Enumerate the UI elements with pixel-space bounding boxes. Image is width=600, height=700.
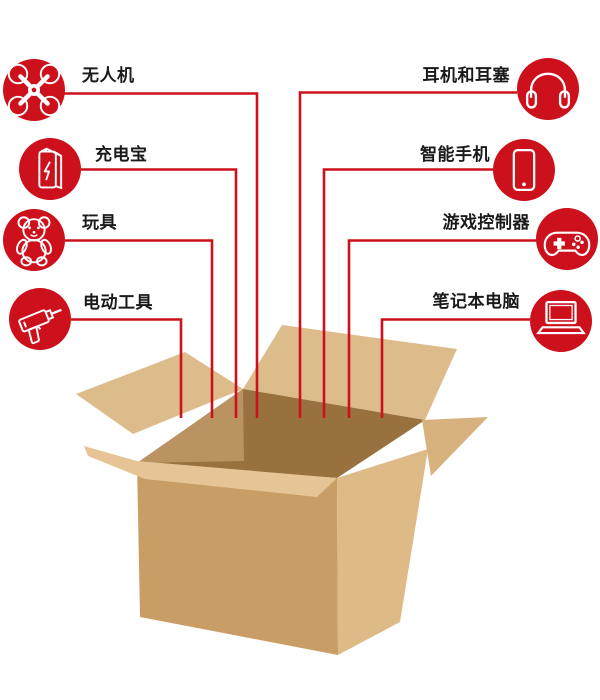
box-front-left-wall [137,462,338,655]
connector-game-controller [347,239,536,418]
teddy-bear-icon [16,216,52,267]
connector-smartphone [322,168,493,418]
item-power-bank-label: 充电宝 [95,145,148,164]
item-laptop-circle [530,290,592,352]
item-power-bank-circle [19,138,81,200]
item-laptop-label: 笔记本电脑 [432,292,520,311]
connector-power-drill [71,318,183,418]
item-game-controller-circle [536,208,598,270]
headphones-icon [526,72,570,109]
item-smartphone-circle [493,139,555,201]
item-drone-label: 无人机 [82,66,135,85]
connector-teddy-bear [65,239,214,418]
box-front-folded-flap [84,446,337,497]
box-front-right-wall [337,449,428,655]
connector-headphones [298,91,517,418]
box-right-flap [422,417,488,476]
drone-icon [7,63,61,117]
item-smartphone-label: 智能手机 [420,145,490,164]
connector-power-bank [81,168,238,418]
connector-laptop [380,318,530,418]
box-back-left-flap [76,352,243,434]
box-interior-left-wall [137,389,244,463]
item-headphones-label: 耳机和耳塞 [422,66,510,85]
item-headphones-circle [517,58,579,120]
item-teddy-bear-circle [3,209,65,271]
item-game-controller-label: 游戏控制器 [442,213,530,232]
power-drill-icon [18,308,62,345]
item-drone-circle [3,59,65,121]
laptop-icon [536,300,586,335]
item-power-drill-circle [9,288,71,350]
connector-drone [64,92,259,418]
smartphone-icon [512,149,536,191]
game-controller-icon [543,231,591,257]
item-teddy-bear-label: 玩具 [82,213,117,232]
power-bank-icon [38,147,63,190]
item-power-drill-label: 电动工具 [83,293,153,312]
